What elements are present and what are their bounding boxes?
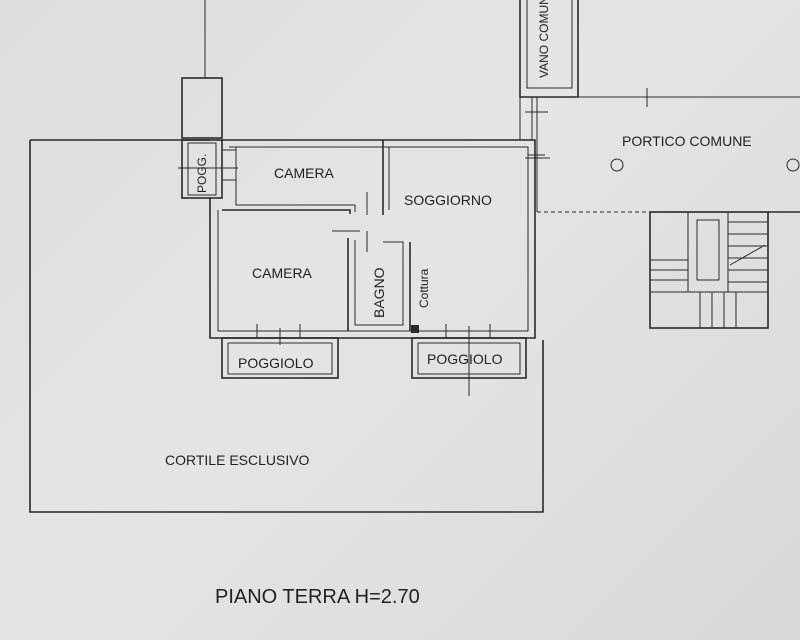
- staircase: [649, 211, 800, 329]
- camera-bottom-label: CAMERA: [252, 265, 313, 281]
- portico-comune: [525, 97, 800, 213]
- cortile-label: CORTILE ESCLUSIVO: [165, 452, 310, 468]
- poggiolo-left-label: POGGIOLO: [238, 355, 314, 371]
- poggiolo-right-balcony: [411, 326, 527, 396]
- vano-comune-block: [519, 0, 800, 140]
- vano-comune-label: VANO COMUNE: [537, 0, 551, 78]
- portico-comune-label: PORTICO COMUNE: [622, 133, 752, 149]
- pogg-small-balcony: [178, 77, 238, 199]
- camera-top-label: CAMERA: [274, 165, 335, 181]
- poggiolo-left-balcony: [221, 328, 339, 379]
- bagno-label: BAGNO: [371, 267, 387, 318]
- cottura-label: Cottura: [417, 268, 431, 308]
- poggiolo-right-label: POGGIOLO: [427, 351, 503, 367]
- pogg-label: POGG.: [195, 154, 209, 193]
- apartment-walls: [209, 139, 545, 339]
- floor-title: PIANO TERRA H=2.70: [215, 586, 420, 608]
- soggiorno-label: SOGGIORNO: [404, 192, 492, 208]
- cortile-boundary: [29, 0, 544, 513]
